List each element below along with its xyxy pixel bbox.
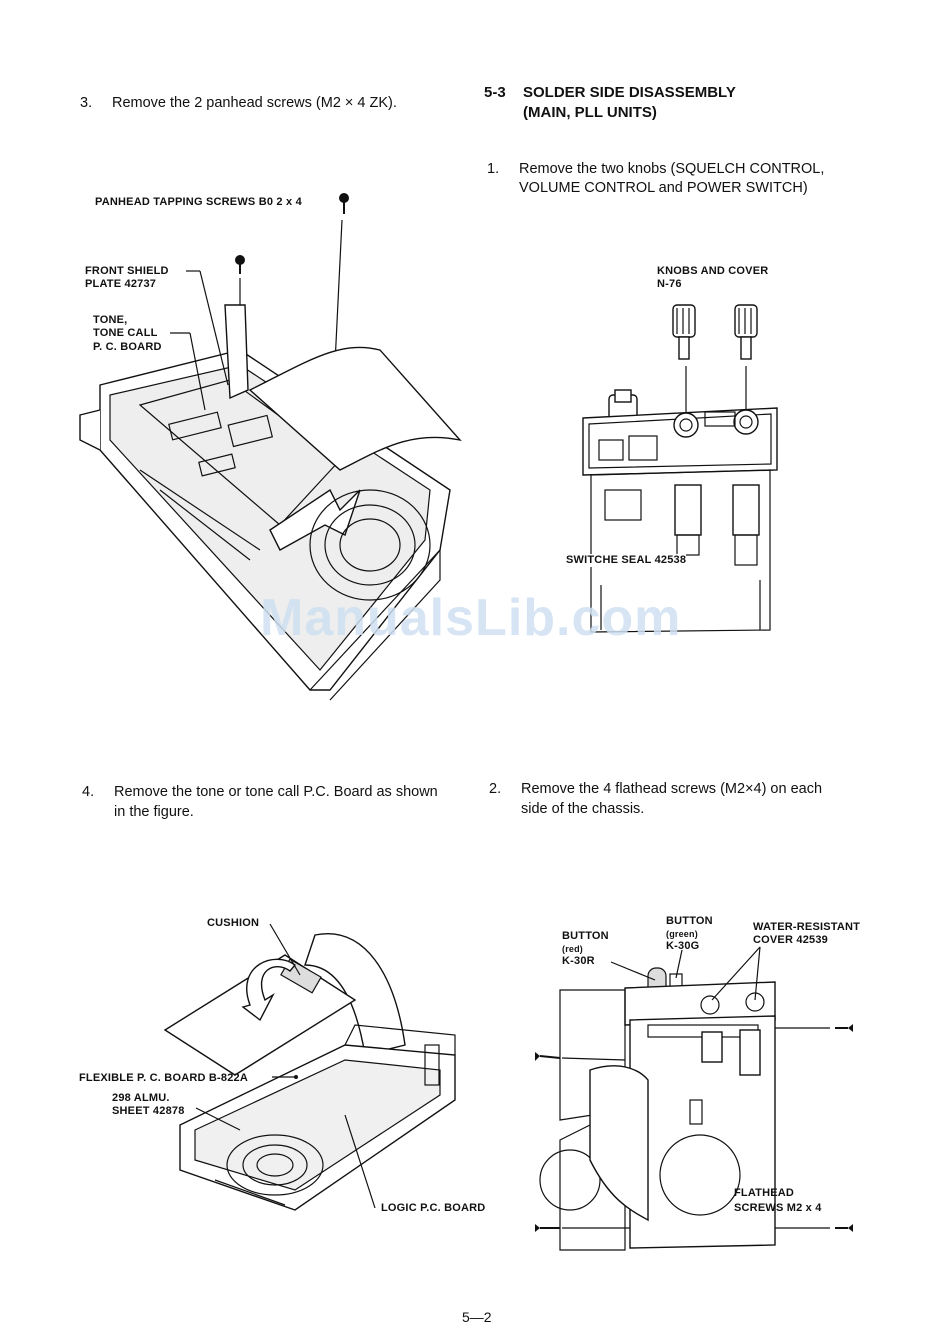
- label-water-resistant-line2: COVER 42539: [753, 934, 828, 946]
- label-almu-line1: 298 ALMU.: [112, 1092, 170, 1104]
- label-knobs-line1: KNOBS AND COVER: [657, 265, 769, 277]
- section-title-line1: SOLDER SIDE DISASSEMBLY: [523, 84, 736, 101]
- step-2: 2. Remove the 4 flathead screws (M2×4) o…: [489, 779, 909, 819]
- step-text: Remove the 2 panhead screws (M2 × 4 ZK).: [112, 95, 397, 111]
- figure-knobs-removal: [582, 304, 778, 633]
- label-water-resistant-line1: WATER-RESISTANT: [753, 921, 861, 933]
- label-tone-line3: P. C. BOARD: [93, 341, 162, 353]
- label-front-shield-line1: FRONT SHIELD: [85, 265, 169, 277]
- label-knobs-line2: N-76: [657, 278, 682, 290]
- step-text-line1: Remove the two knobs (SQUELCH CONTROL,: [519, 161, 825, 177]
- knob-icon: [672, 304, 696, 360]
- label-flathead-line1: FLATHEAD: [734, 1187, 795, 1199]
- label-button-green-line1: BUTTON: [666, 915, 713, 927]
- label-button-red-line2: (red): [562, 944, 583, 954]
- label-panhead-screws: PANHEAD TAPPING SCREWS B0 2 x 4: [95, 196, 302, 208]
- flathead-screw-icon: [535, 1224, 560, 1232]
- flathead-screw-icon: [835, 1024, 853, 1032]
- watermark: ManualsLib.com: [260, 589, 682, 647]
- panhead-screw-icon: [339, 193, 349, 214]
- label-logic-board: LOGIC P.C. BOARD: [381, 1202, 486, 1214]
- label-button-red-line3: K-30R: [562, 955, 595, 967]
- flathead-screw-icon: [835, 1224, 853, 1232]
- step-number: 2.: [489, 781, 502, 797]
- step-text-line1: Remove the 4 flathead screws (M2×4) on e…: [521, 781, 823, 797]
- figure-logic-board: [163, 933, 456, 1211]
- label-button-green-line2: (green): [666, 929, 698, 939]
- label-tone-line1: TONE,: [93, 314, 128, 326]
- section-title-line2: (MAIN, PLL UNITS): [523, 104, 657, 121]
- step-4: 4. Remove the tone or tone call P.C. Boa…: [82, 782, 482, 822]
- step-1: 1. Remove the two knobs (SQUELCH CONTROL…: [487, 159, 907, 199]
- label-switch-seal: SWITCHE SEAL 42538: [566, 554, 687, 567]
- step-text-line2: side of the chassis.: [521, 801, 645, 817]
- step-number: 4.: [82, 784, 95, 800]
- section-number: 5-3: [484, 84, 506, 101]
- label-flathead-line2: SCREWS M2 x 4: [734, 1202, 822, 1214]
- label-button-red-line1: BUTTON: [562, 930, 609, 942]
- section-heading: 5-3 SOLDER SIDE DISASSEMBLY (MAIN, PLL U…: [484, 83, 904, 125]
- label-almu-line2: SHEET 42878: [112, 1105, 185, 1117]
- figure-tone-board-removal: [79, 193, 462, 701]
- step-text-line1: Remove the tone or tone call P.C. Board …: [114, 784, 438, 800]
- figure-flathead-screws: [535, 967, 853, 1251]
- step-text-line2: in the figure.: [114, 804, 194, 820]
- page-number: 5—2: [462, 1309, 492, 1325]
- flathead-screw-icon: [535, 1052, 561, 1061]
- label-button-green-line3: K-30G: [666, 940, 700, 952]
- panhead-screw-icon: [235, 255, 245, 274]
- step-3: 3. Remove the 2 panhead screws (M2 × 4 Z…: [80, 93, 480, 113]
- step-number: 3.: [80, 95, 93, 111]
- step-text-line2: VOLUME CONTROL and POWER SWITCH): [519, 180, 808, 196]
- label-flexible-board: FLEXIBLE P. C. BOARD B-822A: [79, 1072, 249, 1084]
- label-cushion: CUSHION: [207, 917, 260, 929]
- knob-icon: [734, 304, 758, 360]
- step-number: 1.: [487, 161, 500, 177]
- label-tone-line2: TONE CALL: [93, 327, 158, 339]
- label-front-shield-line2: PLATE 42737: [85, 278, 157, 290]
